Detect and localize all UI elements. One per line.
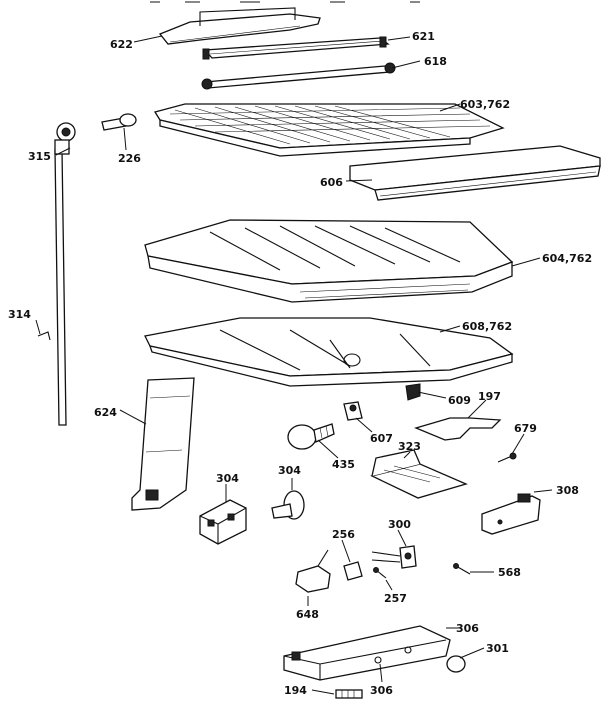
callout-604-762: 604,762 <box>542 252 592 265</box>
callout-226: 226 <box>118 152 141 165</box>
part-315-rod <box>54 122 76 426</box>
part-624-bracket <box>131 377 195 511</box>
callout-256: 256 <box>332 528 355 541</box>
callout-568: 568 <box>498 566 521 579</box>
callout-618: 618 <box>424 55 447 68</box>
part-226-knob <box>101 113 137 131</box>
callout-300: 300 <box>388 518 411 531</box>
callout-323: 323 <box>398 440 421 453</box>
callout-304-left: 304 <box>216 472 239 485</box>
part-300-switch <box>371 545 417 569</box>
part-314-clip <box>37 331 51 341</box>
part-304-switch <box>199 499 247 545</box>
callout-257: 257 <box>384 592 407 605</box>
callout-labels: 622 621 618 603,762 315 226 606 604,762 … <box>8 30 592 697</box>
callout-301: 301 <box>486 642 509 655</box>
callout-314: 314 <box>8 308 31 321</box>
part-607 <box>343 401 363 421</box>
callout-607: 607 <box>370 432 393 445</box>
callout-648: 648 <box>296 608 319 621</box>
callout-197: 197 <box>478 390 501 403</box>
callout-304-right: 304 <box>278 464 301 477</box>
callout-608-762: 608,762 <box>462 320 512 333</box>
callout-308: 308 <box>556 484 579 497</box>
callout-306-bottom: 306 <box>370 684 393 697</box>
callout-435: 435 <box>332 458 355 471</box>
leader-lines <box>35 35 553 695</box>
part-257-screw <box>373 567 387 579</box>
callout-194: 194 <box>284 684 307 697</box>
part-306-tray <box>283 625 451 681</box>
part-604-shelf <box>144 219 514 303</box>
part-304-knob <box>271 490 305 520</box>
callout-315: 315 <box>28 150 51 163</box>
callout-679: 679 <box>514 422 537 435</box>
callout-306-top: 306 <box>456 622 479 635</box>
callout-622: 622 <box>110 38 133 51</box>
part-568-screw <box>453 563 471 575</box>
part-618-rail <box>201 62 396 90</box>
part-609 <box>405 383 421 401</box>
callout-624: 624 <box>94 406 117 419</box>
part-608-shelf <box>144 317 514 387</box>
part-622-cover <box>158 7 321 45</box>
part-256 <box>343 561 363 581</box>
part-603-shelf <box>153 103 505 157</box>
part-621-channel <box>202 36 390 60</box>
callout-621: 621 <box>412 30 435 43</box>
part-435-bulb <box>287 423 335 450</box>
callout-606: 606 <box>320 176 343 189</box>
callout-603-762: 603,762 <box>460 98 510 111</box>
part-606-front <box>349 145 601 201</box>
part-197-harness <box>414 417 502 441</box>
part-301-knob <box>446 655 466 673</box>
part-648 <box>295 549 331 593</box>
part-308-bracket <box>481 493 541 535</box>
callout-609: 609 <box>448 394 471 407</box>
part-323-housing <box>370 449 468 499</box>
part-194 <box>335 689 363 699</box>
part-679-screw <box>497 452 517 463</box>
